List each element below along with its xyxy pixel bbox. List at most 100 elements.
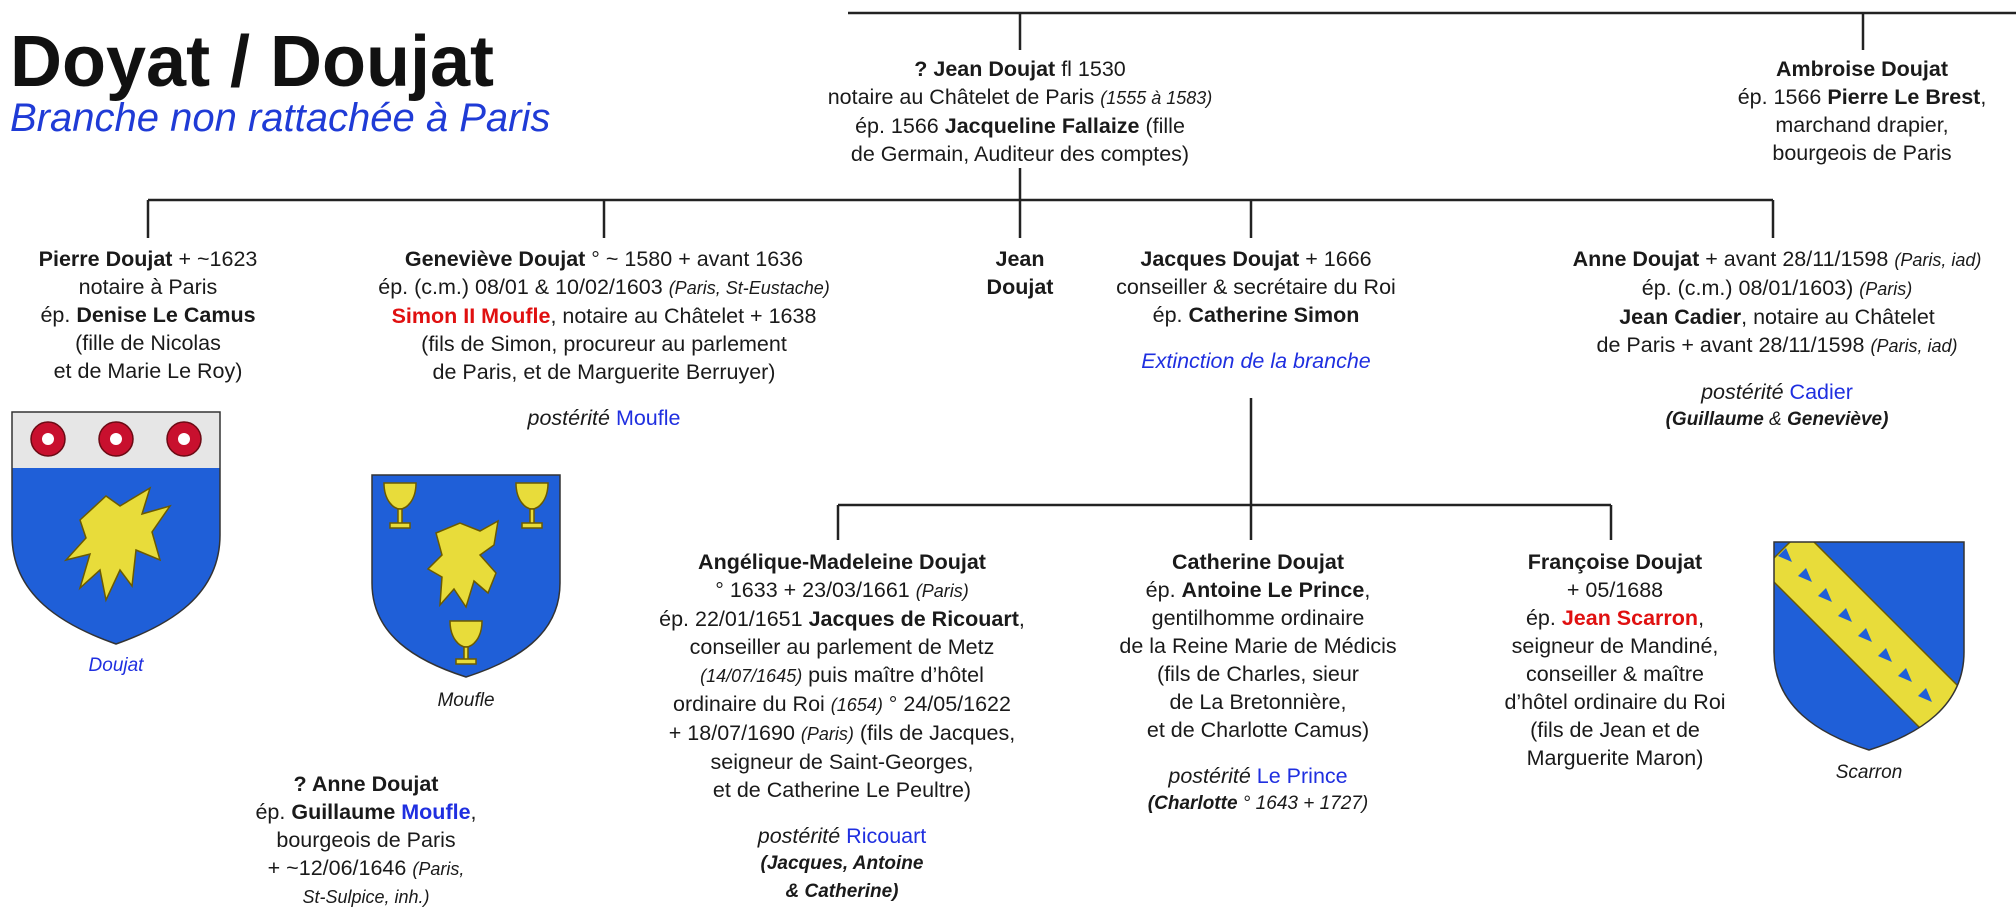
- posterity-names: Geneviève): [1787, 409, 1889, 430]
- name: Anne Doujat: [1572, 247, 1700, 271]
- text: puis maître d’hôtel: [802, 663, 984, 687]
- posterity-names: & Catherine): [785, 881, 899, 902]
- name: ? Jean Doujat: [914, 57, 1056, 81]
- text: ép. (c.m.) 08/01 & 10/02/1603: [378, 275, 669, 299]
- text: + avant 28/11/1598: [1699, 247, 1895, 271]
- spouse-name: Jacqueline Fallaize: [944, 114, 1140, 138]
- text: ép.: [40, 303, 77, 327]
- doujat-caption: Doujat: [88, 655, 144, 676]
- spouse-name: Denise Le Camus: [76, 303, 256, 327]
- posterity-link[interactable]: Ricouart: [846, 824, 927, 848]
- text: ° 24/05/1622: [882, 692, 1011, 716]
- name: Jacques Doujat: [1140, 247, 1300, 271]
- extinction-note[interactable]: Extinction de la branche: [1141, 349, 1371, 373]
- person-anne-doujat-moufle: ? Anne Doujat ép. Guillaume Moufle, bour…: [255, 770, 476, 911]
- person-anne-doujat: Anne Doujat + avant 28/11/1598 (Paris, i…: [1573, 245, 1982, 434]
- name: Angélique-Madeleine Doujat: [698, 550, 986, 574]
- text: marchand drapier,: [1775, 113, 1949, 137]
- spouse-name: Guillaume: [291, 800, 402, 824]
- text: ° 1643 + 1727): [1237, 793, 1369, 814]
- name: Geneviève Doujat: [404, 247, 586, 271]
- text: (fils de Jacques,: [853, 721, 1016, 745]
- person-angelique-madeleine-doujat: Angélique-Madeleine Doujat ° 1633 + 23/0…: [659, 548, 1025, 906]
- text: notaire au Châtelet de Paris: [827, 85, 1101, 109]
- text: (fils de Jean et de: [1530, 718, 1700, 742]
- posterity-link[interactable]: Cadier: [1789, 380, 1853, 404]
- text: fl 1530: [1055, 57, 1126, 81]
- place: (Paris, iad): [1870, 336, 1958, 356]
- moufle-caption: Moufle: [437, 690, 495, 711]
- name: Catherine Doujat: [1171, 550, 1345, 574]
- text: ,: [1364, 578, 1371, 602]
- text: + 1666: [1299, 247, 1372, 271]
- name: Pierre Doujat: [38, 247, 173, 271]
- spouse-link[interactable]: Moufle: [401, 800, 471, 824]
- text: ép.: [1525, 606, 1562, 630]
- person-francoise-doujat: Françoise Doujat + 05/1688 ép. Jean Scar…: [1504, 548, 1725, 772]
- place: (Paris,: [412, 859, 465, 879]
- name: Ambroise Doujat: [1775, 57, 1949, 81]
- text: ép.: [255, 800, 292, 824]
- text: de Germain, Auditeur des comptes): [850, 142, 1190, 166]
- person-pierre-doujat: Pierre Doujat + ~1623 notaire à Paris ép…: [39, 245, 258, 385]
- text: Marguerite Maron): [1526, 746, 1704, 770]
- person-ambroise-doujat: Ambroise Doujat ép. 1566 Pierre Le Brest…: [1738, 55, 1987, 167]
- text: notaire à Paris: [78, 275, 218, 299]
- spouse-name: Jacques de Ricouart: [808, 607, 1019, 631]
- spouse-name: Catherine Simon: [1188, 303, 1360, 327]
- text: de Paris, et de Marguerite Berruyer): [432, 360, 776, 384]
- place: (Paris): [915, 581, 969, 601]
- text: gentilhomme ordinaire: [1151, 606, 1365, 630]
- posterity-label: postérité: [757, 824, 847, 848]
- posterity-label: postérité: [1701, 380, 1790, 404]
- text: + 18/07/1690: [668, 721, 801, 745]
- posterity-names: (Guillaume: [1665, 409, 1764, 430]
- text: ép. 1566: [1737, 85, 1828, 109]
- text: (fille: [1139, 114, 1185, 138]
- text: ,: [1018, 607, 1025, 631]
- text: ° ~ 1580 + avant 1636: [585, 247, 804, 271]
- text: ,: [1698, 606, 1705, 630]
- text: conseiller & secrétaire du Roi: [1116, 275, 1396, 299]
- text: ordinaire du Roi: [673, 692, 831, 716]
- text: ,: [1980, 85, 1987, 109]
- text: conseiller & maître: [1525, 662, 1705, 686]
- person-catherine-doujat: Catherine Doujat ép. Antoine Le Prince, …: [1119, 548, 1396, 818]
- text: de Paris + avant 28/11/1598: [1596, 333, 1871, 357]
- text: bourgeois de Paris: [1772, 141, 1952, 165]
- spouse-name: Jean Scarron: [1561, 606, 1699, 630]
- scarron-coat-of-arms-icon: [1773, 541, 1965, 751]
- text: ép. 1566: [855, 114, 945, 138]
- text: , notaire au Châtelet + 1638: [550, 304, 817, 328]
- place: (Paris, St-Eustache): [668, 278, 830, 298]
- text: ép. (c.m.) 08/01/1603): [1641, 276, 1860, 300]
- text: conseiller au parlement de Metz: [689, 635, 995, 659]
- posterity-names: (Charlotte: [1147, 793, 1238, 814]
- dates: (14/07/1645): [700, 666, 803, 686]
- person-jean-doujat-junior: Jean Doujat: [987, 245, 1054, 301]
- person-jean-doujat-senior: ? Jean Doujat fl 1530 notaire au Châtele…: [828, 55, 1213, 168]
- posterity-link[interactable]: Moufle: [615, 406, 681, 430]
- posterity-link[interactable]: Le Prince: [1256, 764, 1348, 788]
- dates: (1654): [830, 695, 883, 715]
- place: (Paris): [800, 724, 854, 744]
- text: (fils de Simon, procureur au parlement: [421, 332, 787, 356]
- text: ép.: [1145, 578, 1182, 602]
- name: Doujat: [986, 275, 1054, 299]
- text: ,: [470, 800, 477, 824]
- name: ? Anne Doujat: [293, 772, 439, 796]
- text: + ~12/06/1646: [267, 856, 413, 880]
- text: de la Reine Marie de Médicis: [1119, 634, 1397, 658]
- moufle-coat-of-arms-icon: [371, 474, 561, 678]
- place: (Paris, iad): [1894, 250, 1982, 270]
- text: seigneur de Mandiné,: [1511, 634, 1719, 658]
- person-genevieve-doujat: Geneviève Doujat ° ~ 1580 + avant 1636 é…: [378, 245, 830, 432]
- text: ép.: [1152, 303, 1189, 327]
- text: et de Charlotte Camus): [1146, 718, 1370, 742]
- text: ép. 22/01/1651: [659, 607, 809, 631]
- text: , notaire au Châtelet: [1741, 305, 1935, 329]
- text: + 05/1688: [1566, 578, 1664, 602]
- place: St-Sulpice, inh.): [302, 887, 430, 907]
- name: Françoise Doujat: [1527, 550, 1703, 574]
